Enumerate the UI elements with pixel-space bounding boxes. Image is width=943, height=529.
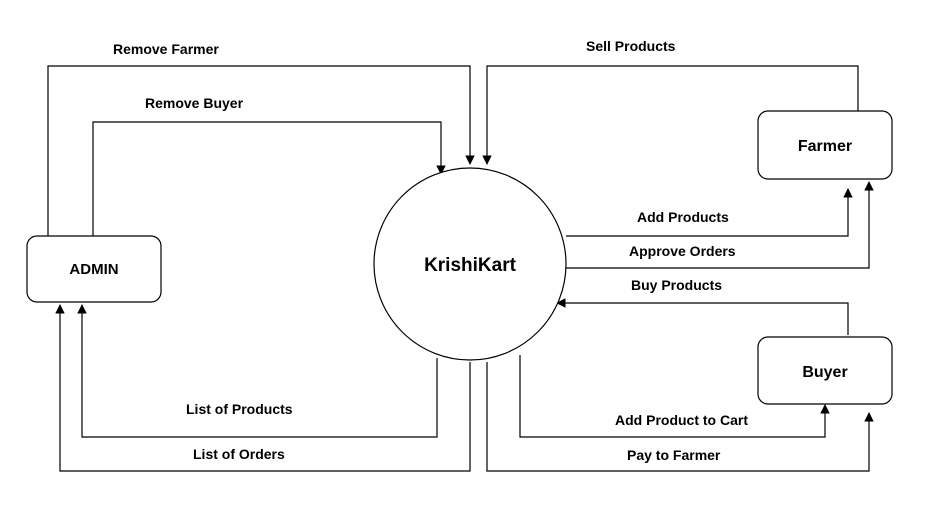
edge-list-of-products <box>77 304 438 438</box>
edge-buy-products <box>556 298 849 335</box>
krishikart-process-circle <box>373 167 567 361</box>
admin-label: ADMIN <box>69 261 118 278</box>
flow-label-add-products: Add Products <box>637 209 729 225</box>
farmer-box <box>757 110 893 180</box>
farmer-label: Farmer <box>798 138 852 155</box>
admin-box <box>26 235 162 303</box>
buyer-box <box>757 336 893 405</box>
edge-remove-farmer <box>47 65 475 236</box>
flow-label-approve-orders: Approve Orders <box>629 243 736 259</box>
flow-label-list-of-products: List of Products <box>186 401 293 417</box>
flow-label-remove-farmer: Remove Farmer <box>113 41 219 57</box>
edge-remove-buyer <box>92 121 446 236</box>
flow-label-sell-products: Sell Products <box>586 38 676 54</box>
buyer-label: Buyer <box>802 364 847 381</box>
flow-label-remove-buyer: Remove Buyer <box>145 95 244 111</box>
flow-label-buy-products: Buy Products <box>631 277 722 293</box>
edge-list-of-orders <box>55 304 471 472</box>
flow-label-add-product-to-cart: Add Product to Cart <box>615 412 748 428</box>
edge-add-product-to-cart <box>519 355 830 438</box>
edge-add-products <box>566 188 853 237</box>
edge-sell-products <box>482 65 859 165</box>
flow-label-pay-to-farmer: Pay to Farmer <box>627 447 721 463</box>
flow-label-list-of-orders: List of Orders <box>193 446 285 462</box>
edge-pay-to-farmer <box>486 362 874 472</box>
center-label: KrishiKart <box>424 255 517 276</box>
edge-approve-orders <box>566 181 874 269</box>
